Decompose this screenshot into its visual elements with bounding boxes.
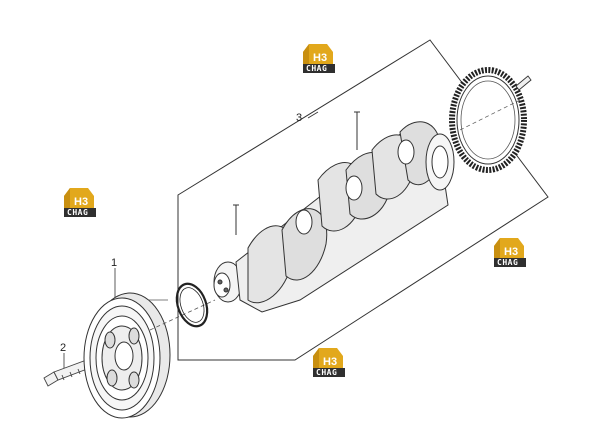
alignment-axis [149, 299, 216, 331]
crankshaft-pulley [83, 292, 171, 419]
watermark-logo: H3 CHAG [64, 188, 96, 217]
callout-3: 3 [296, 112, 302, 124]
seal-ring [175, 282, 209, 328]
svg-text:H3: H3 [323, 356, 337, 368]
callout-1: 1 [111, 257, 117, 269]
callout-2: 2 [60, 342, 66, 354]
watermark-logo: H3 CHAG [494, 238, 526, 267]
svg-text:CHAG: CHAG [316, 368, 337, 377]
dowel-pin [515, 75, 532, 91]
assembly-frame [177, 39, 549, 361]
watermark-logo: H3 CHAG [313, 348, 345, 377]
watermark-logo: H3 CHAG [303, 44, 335, 73]
svg-text:H3: H3 [504, 246, 518, 258]
crankshaft [213, 111, 455, 313]
svg-text:H3: H3 [74, 196, 88, 208]
leader-3 [307, 111, 319, 119]
flywheel-ring-gear [449, 67, 527, 173]
svg-text:H3: H3 [313, 52, 327, 64]
svg-text:CHAG: CHAG [67, 208, 88, 217]
svg-text:CHAG: CHAG [497, 258, 518, 267]
svg-text:CHAG: CHAG [306, 64, 327, 73]
